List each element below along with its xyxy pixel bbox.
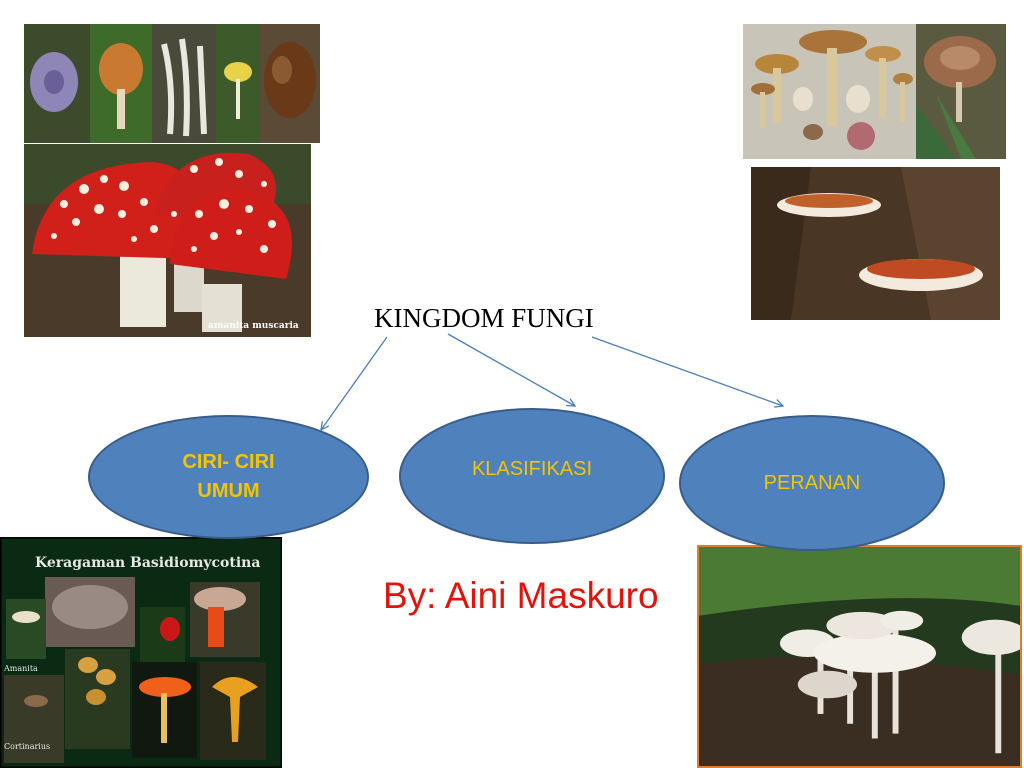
basidiomycotina-image: Keragaman Basidiomycotina Amanita Cortin… bbox=[0, 537, 282, 768]
oval-klasifikasi: KLASIFIKASI bbox=[399, 408, 665, 544]
assorted-mushrooms-image bbox=[743, 24, 916, 159]
amanita-caption: amanita muscaria bbox=[208, 321, 299, 331]
brown-mushroom-image bbox=[916, 24, 1006, 159]
arrow-to-klasifikasi bbox=[447, 333, 575, 406]
arrow-to-ciri-ciri-umum bbox=[321, 336, 388, 430]
page-title: KINGDOM FUNGI bbox=[374, 303, 594, 333]
mushroom-strip-image bbox=[24, 24, 320, 143]
oval-peranan: PERANAN bbox=[679, 415, 945, 551]
oval-ciri-ciri-umum-line2: UMUM bbox=[197, 480, 260, 502]
arrow-to-peranan bbox=[591, 336, 783, 406]
oval-ciri-ciri-umum-line1: CIRI- CIRI bbox=[182, 451, 275, 473]
amanita-muscaria-image: amanita muscaria bbox=[24, 144, 311, 337]
basidio-label-cortinarius: Cortinarius bbox=[4, 742, 50, 751]
white-mushrooms-image bbox=[697, 545, 1022, 768]
bracket-fungus-image bbox=[751, 167, 1000, 320]
basidio-label-amanita: Amanita bbox=[3, 664, 38, 673]
oval-klasifikasi-label: KLASIFIKASI bbox=[471, 457, 593, 480]
basidio-title: Keragaman Basidiomycotina bbox=[35, 555, 260, 571]
oval-ciri-ciri-umum: CIRI- CIRI UMUM bbox=[88, 415, 369, 539]
author-byline: By: Aini Maskuro bbox=[383, 575, 659, 616]
oval-peranan-label: PERANAN bbox=[763, 471, 861, 494]
